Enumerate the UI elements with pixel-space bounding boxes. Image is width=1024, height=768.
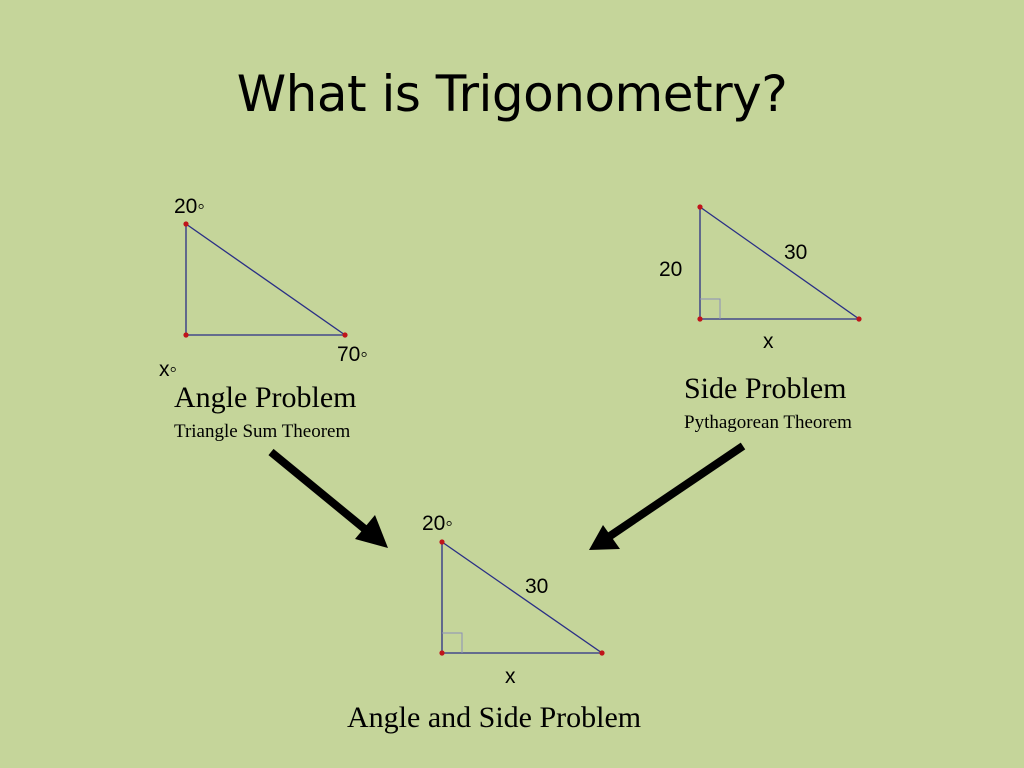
right-arrow-shaft <box>607 442 746 540</box>
side-triangle-vertex-bottom-left <box>697 316 703 322</box>
angle-triangle-vertex-bottom-left <box>183 332 189 338</box>
combined-label-hypotenuse: 30 <box>525 575 548 598</box>
side-label-hypotenuse: 30 <box>784 241 807 264</box>
angle-triangle-shape <box>185 222 348 336</box>
angle-triangle-vertex-top <box>183 221 189 227</box>
side-right-angle-mark <box>700 298 721 319</box>
side-label-bottom: x <box>763 330 774 353</box>
combined-triangle-vertex-bottom-left <box>439 650 445 656</box>
side-problem-caption: Side Problem <box>684 372 847 405</box>
angle-label-bottom-left: x◦ <box>159 358 177 381</box>
slide-title: What is Trigonometry? <box>236 65 788 123</box>
combined-triangle-shape <box>441 540 605 654</box>
left-arrow <box>268 448 388 548</box>
right-arrow <box>589 442 746 550</box>
combined-triangle-vertex-top <box>439 539 445 545</box>
combined-problem-triangle: 20◦ 30 x <box>422 512 605 688</box>
side-triangle-shape <box>699 205 862 320</box>
angle-problem-subcaption: Triangle Sum Theorem <box>174 421 351 442</box>
combined-right-angle-mark <box>442 632 463 653</box>
combined-problem-caption: Angle and Side Problem <box>347 701 642 734</box>
left-arrow-shaft <box>268 448 369 534</box>
right-arrow-head <box>589 525 620 550</box>
angle-triangle-vertex-bottom-right <box>342 332 348 338</box>
combined-label-bottom: x <box>505 665 516 688</box>
left-arrow-head <box>355 515 388 548</box>
angle-label-bottom-right: 70◦ <box>337 343 368 366</box>
side-triangle-vertex-top <box>697 204 703 210</box>
side-label-left: 20 <box>659 258 682 281</box>
side-problem-subcaption: Pythagorean Theorem <box>684 412 852 433</box>
angle-problem-triangle: 20◦ x◦ 70◦ <box>159 195 368 381</box>
side-problem-triangle: 20 30 x <box>659 204 862 353</box>
side-triangle-vertex-bottom-right <box>856 316 862 322</box>
combined-label-top: 20◦ <box>422 512 453 535</box>
angle-problem-caption: Angle Problem <box>174 381 357 414</box>
combined-triangle-vertex-bottom-right <box>599 650 605 656</box>
angle-label-top: 20◦ <box>174 195 205 218</box>
